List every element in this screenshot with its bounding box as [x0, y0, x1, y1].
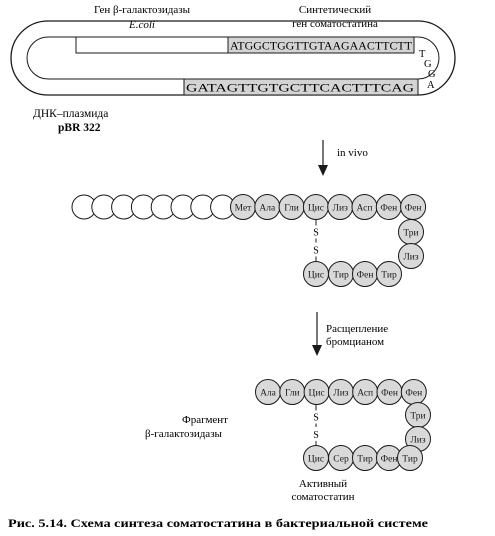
p1-top-residue-3-label: Гли [284, 204, 299, 214]
p2-right-residue-2-label: Лиз [410, 436, 426, 446]
p2-bottom-residue-1-label: Цис [308, 455, 324, 465]
p1-right-residue-1-label: Три [403, 229, 418, 239]
p2-bottom-residue-2-label: Сер [333, 455, 349, 465]
p1-right-residue-2-label: Лиз [403, 253, 419, 263]
p1-top-residue-2-label: Ала [259, 204, 276, 214]
p2-top-residue-2-label: Гли [285, 389, 300, 399]
seq-turn-4: A [427, 80, 435, 91]
p1-right-residue-2 [398, 243, 424, 269]
p2-top-residue-6-label: Фен [381, 389, 398, 399]
seq-turn-1: T [419, 49, 426, 60]
cleavage-label-1: Расщепление [326, 323, 388, 335]
cleavage-label-2: бромцианом [326, 336, 384, 348]
synthetic-gene-top-strand [227, 36, 415, 54]
plasmid-label-1: ДНК–плазмида [33, 108, 108, 120]
synthetic-gene-bottom-strand [183, 78, 419, 96]
p1-top-residue-6-label: Асп [357, 204, 373, 214]
p1-bottom-residue-3-label: Фен [357, 271, 374, 281]
p1-disulfide-s-1: S [313, 228, 319, 239]
beta-gal-gene-segment [75, 36, 229, 54]
p2-top-residue-3-label: Цис [309, 389, 325, 399]
active-label-2: соматостатин [291, 491, 354, 503]
seq-turn-3: G [428, 69, 436, 80]
p2-right-residue-1-label: Три [410, 412, 425, 422]
p1-top-residue-4-label: Цис [308, 204, 324, 214]
seq-bottom: GATAGTTGTGCTTCACTTTCAG [186, 83, 414, 95]
p1-bottom-residue-1-label: Цис [308, 271, 324, 281]
in-vivo-label: in vivo [337, 147, 368, 159]
plasmid-label-2: pBR 322 [58, 122, 101, 134]
p2-top-residue-4-label: Лиз [333, 389, 349, 399]
beta-gal-gene-label: Ген β-галактозидазы [94, 4, 191, 16]
arrow-cleavage [312, 312, 322, 356]
synthetic-gene-label-2: ген соматостатина [292, 18, 378, 30]
seq-turn-2: G [424, 59, 432, 70]
p2-top-residue-5-label: Асп [357, 389, 373, 399]
p2-top-residue-7-label: Фен [405, 389, 422, 399]
seq-top: ATGGCTGGTTGTAAGAACTTCTT [230, 41, 412, 53]
p1-bottom-residue-4-label: Тир [381, 271, 397, 281]
p2-bottom-residue-5-label: Тир [402, 455, 418, 465]
p1-disulfide-s-2: S [313, 246, 319, 257]
p2-disulfide-s-2: S [313, 430, 319, 441]
p1-bottom-residue-2-label: Тир [333, 271, 349, 281]
p2-disulfide-s-1: S [313, 413, 319, 424]
p2-bottom-residue-3-label: Тир [357, 455, 373, 465]
ecoli-label: E.coli [128, 19, 155, 31]
active-label-1: Активный [299, 478, 347, 490]
p2-top-residue-1-label: Ала [260, 389, 277, 399]
p1-top-residue-1-label: Мет [235, 204, 253, 214]
synthetic-gene-label-1: Синтетический [299, 4, 371, 16]
p2-bottom-residue-4-label: Фен [381, 455, 398, 465]
p1-bottom-residue-4 [376, 261, 402, 287]
p2-bottom-residue-5 [397, 445, 423, 471]
fragment-label-2: β-галактозидазы [145, 428, 223, 440]
p1-top-residue-8-label: Фен [405, 204, 422, 214]
fragment-label-1: Фрагмент [182, 414, 228, 426]
plasmid: ATGGCTGGTTGTAAGAACTTCTT GATAGTTGTGCTTCAC… [10, 20, 456, 96]
figure-caption: Рис. 5.14. Схема синтеза соматостатина в… [8, 518, 428, 530]
p1-top-residue-7-label: Фен [380, 204, 397, 214]
p1-top-residue-5-label: Лиз [333, 204, 349, 214]
arrow-in-vivo [318, 140, 328, 176]
